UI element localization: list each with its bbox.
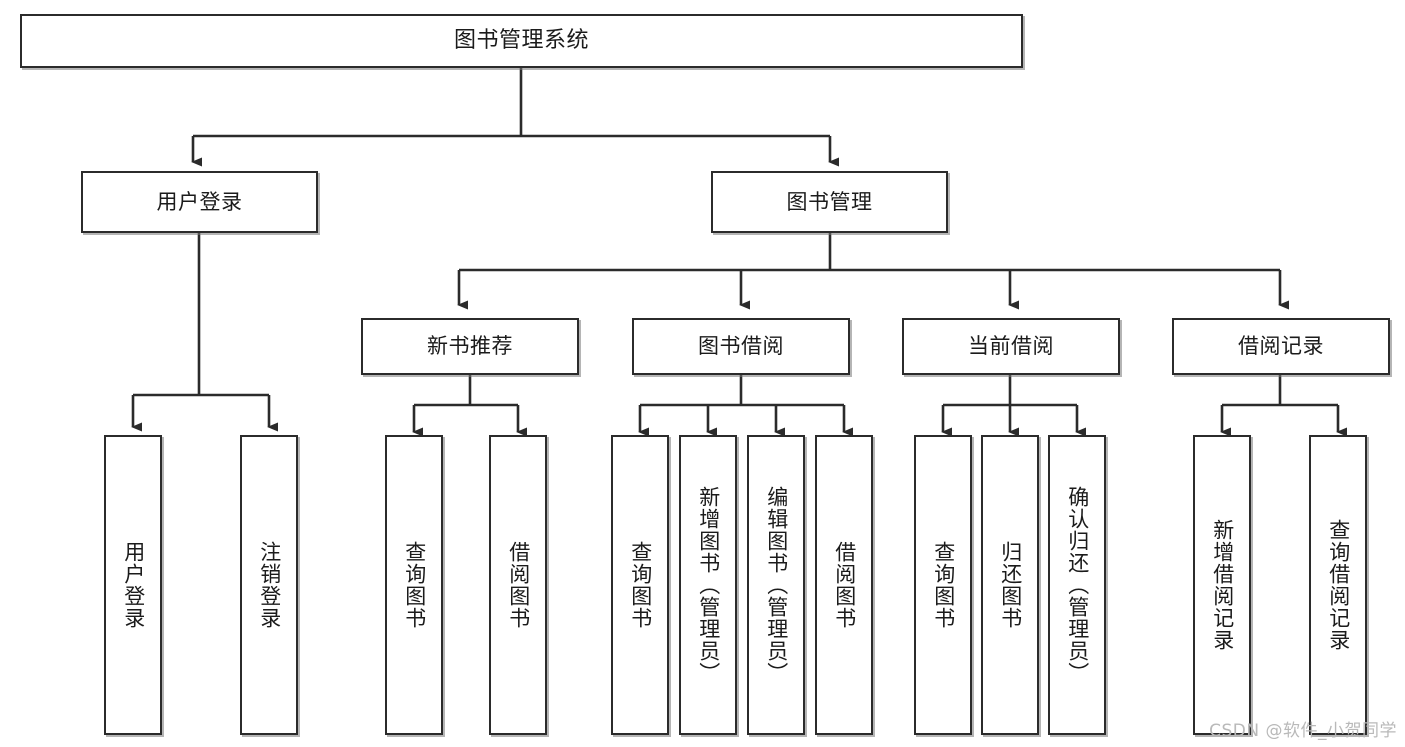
node-leaf-add-book[interactable]: 新增图书（管理员） (679, 435, 737, 735)
node-leaf-confirm-return[interactable]: 确认归还（管理员） (1048, 435, 1106, 735)
node-leaf-return-book[interactable]: 归还图书 (981, 435, 1039, 735)
node-user-login[interactable]: 用户登录 (81, 171, 318, 233)
csdn-watermark: CSDN @软件_小贺同学 (1209, 721, 1397, 741)
node-leaf-confirm-return-label: 确认归还（管理员） (1065, 486, 1090, 684)
node-leaf-return-book-label: 归还图书 (998, 541, 1023, 629)
node-leaf-add-book-label: 新增图书（管理员） (696, 486, 721, 684)
node-leaf-query-record-label: 查询借阅记录 (1326, 519, 1351, 651)
node-leaf-query-book-2-label: 查询图书 (628, 541, 653, 629)
node-leaf-add-record-label: 新增借阅记录 (1210, 519, 1235, 651)
node-book-manage-label: 图书管理 (786, 189, 873, 214)
node-leaf-borrow-book-2[interactable]: 借阅图书 (815, 435, 873, 735)
node-borrow-record[interactable]: 借阅记录 (1172, 318, 1390, 375)
node-root-system[interactable]: 图书管理系统 (20, 14, 1023, 68)
node-leaf-query-book-1-label: 查询图书 (402, 541, 427, 629)
node-current-borrow-label: 当前借阅 (968, 334, 1054, 359)
node-leaf-edit-book-label: 编辑图书（管理员） (764, 486, 789, 684)
node-current-borrow[interactable]: 当前借阅 (902, 318, 1120, 375)
node-leaf-user-login-label: 用户登录 (121, 541, 146, 629)
node-leaf-logout-login[interactable]: 注销登录 (240, 435, 298, 735)
node-new-book-recommend-label: 新书推荐 (427, 334, 513, 359)
node-leaf-logout-login-label: 注销登录 (257, 541, 282, 629)
node-leaf-edit-book[interactable]: 编辑图书（管理员） (747, 435, 805, 735)
node-leaf-borrow-book-1[interactable]: 借阅图书 (489, 435, 547, 735)
node-leaf-user-login[interactable]: 用户登录 (104, 435, 162, 735)
node-leaf-query-book-2[interactable]: 查询图书 (611, 435, 669, 735)
node-leaf-borrow-book-2-label: 借阅图书 (832, 541, 857, 629)
node-borrow-record-label: 借阅记录 (1238, 334, 1324, 359)
node-leaf-add-record[interactable]: 新增借阅记录 (1193, 435, 1251, 735)
node-leaf-query-book-3-label: 查询图书 (931, 541, 956, 629)
node-leaf-query-record[interactable]: 查询借阅记录 (1309, 435, 1367, 735)
node-book-borrow-label: 图书借阅 (698, 334, 784, 359)
node-new-book-recommend[interactable]: 新书推荐 (361, 318, 579, 375)
node-book-manage[interactable]: 图书管理 (711, 171, 948, 233)
node-leaf-borrow-book-1-label: 借阅图书 (506, 541, 531, 629)
node-leaf-query-book-1[interactable]: 查询图书 (385, 435, 443, 735)
node-leaf-query-book-3[interactable]: 查询图书 (914, 435, 972, 735)
node-book-borrow[interactable]: 图书借阅 (632, 318, 850, 375)
node-user-login-label: 用户登录 (156, 189, 243, 214)
node-root-system-label: 图书管理系统 (453, 28, 589, 54)
